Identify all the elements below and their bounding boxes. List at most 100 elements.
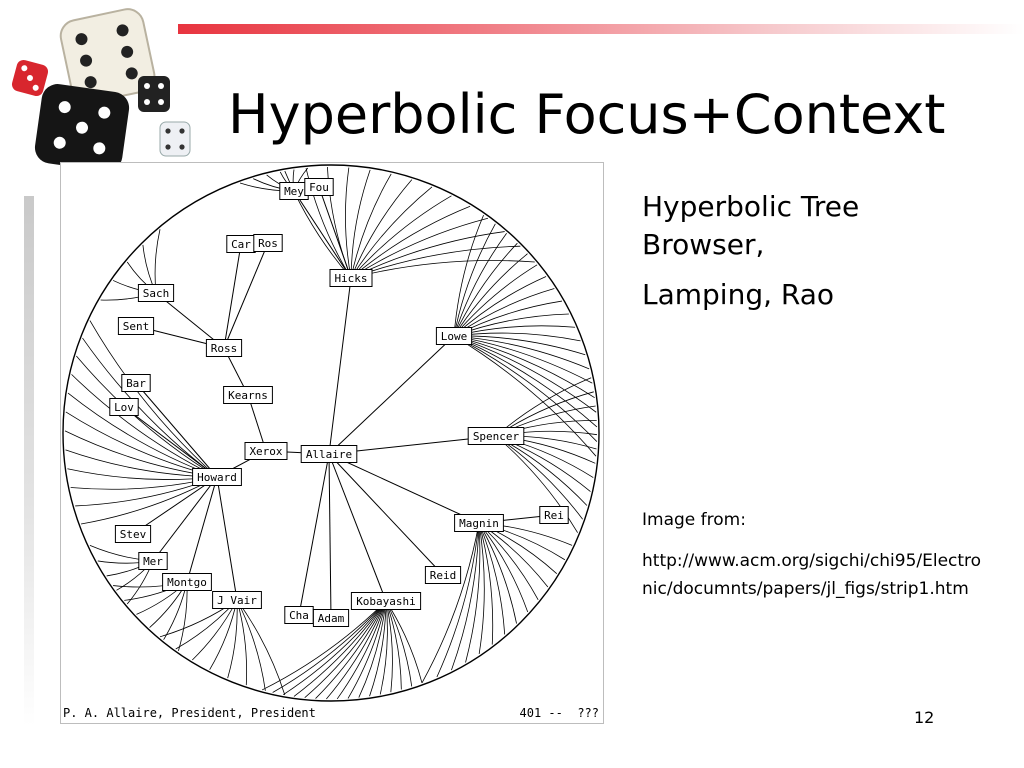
tree-branch <box>236 599 286 696</box>
tree-node-mer[interactable]: Mer <box>138 552 168 570</box>
tree-node-label: Hicks <box>334 272 367 285</box>
tree-branch <box>178 581 188 652</box>
tree-fans <box>64 167 598 700</box>
tree-node-montgo[interactable]: Montgo <box>162 573 212 591</box>
tree-branch <box>451 522 480 671</box>
tree-link <box>328 277 352 455</box>
tree-branch <box>236 599 248 686</box>
tree-branch <box>350 217 489 279</box>
tree-link <box>328 453 387 602</box>
tree-branch <box>293 600 387 697</box>
tree-node-label: Ross <box>211 342 238 355</box>
tree-node-lov[interactable]: Lov <box>109 398 139 416</box>
tree-branch <box>71 374 218 478</box>
image-source-url[interactable]: http://www.acm.org/sigchi/chi95/Electron… <box>642 551 982 599</box>
tree-link <box>152 476 218 562</box>
tree-branch <box>379 600 388 695</box>
tree-node-reid[interactable]: Reid <box>424 566 462 584</box>
tree-node-allaire[interactable]: Allaire <box>300 445 358 463</box>
tree-node-car[interactable]: Car <box>226 235 256 253</box>
accent-bar-top <box>178 24 1024 34</box>
tree-node-label: Fou <box>309 181 329 194</box>
tree-branch <box>261 600 387 691</box>
tree-branch <box>453 335 590 370</box>
tree-node-howard[interactable]: Howard <box>192 468 242 486</box>
tree-link <box>132 476 218 535</box>
tree-branch <box>453 335 598 428</box>
tree-node-label: Sent <box>123 320 150 333</box>
tree-branch <box>350 195 452 279</box>
tree-branch <box>350 186 433 279</box>
tree-node-kearns[interactable]: Kearns <box>223 386 273 404</box>
tree-node-jvair[interactable]: J Vair <box>212 591 262 609</box>
tree-node-label: Stev <box>120 528 147 541</box>
tree-branch <box>385 600 393 693</box>
tree-link <box>328 335 455 455</box>
tree-branch <box>369 600 387 697</box>
status-line: P. A. Allaire, President, President 401 … <box>63 706 599 720</box>
tree-branch <box>350 179 413 279</box>
tree-node-stev[interactable]: Stev <box>114 525 152 543</box>
tree-node-sent[interactable]: Sent <box>117 317 155 335</box>
hyperbolic-disk-boundary <box>62 164 600 702</box>
tree-branch <box>478 522 494 645</box>
description-block: Hyperbolic Tree Browser, Lamping, Rao <box>642 188 982 314</box>
tree-node-label: Magnin <box>459 517 499 530</box>
tree-node-lowe[interactable]: Lowe <box>435 327 473 345</box>
tree-node-xerox[interactable]: Xerox <box>244 442 288 460</box>
tree-branch <box>304 600 387 699</box>
tree-branch <box>465 522 481 663</box>
tree-link <box>298 453 330 616</box>
tree-branch <box>453 242 518 337</box>
tree-node-spencer[interactable]: Spencer <box>467 427 525 445</box>
dice-logo-icon <box>11 8 191 172</box>
tree-branch <box>347 600 387 699</box>
tree-node-label: Xerox <box>249 445 282 458</box>
tree-branch <box>350 169 371 279</box>
tree-branch <box>350 260 535 279</box>
tree-node-bar[interactable]: Bar <box>121 374 151 392</box>
tree-node-label: Reid <box>430 569 457 582</box>
tree-branch <box>453 253 528 337</box>
tree-branch <box>358 600 387 698</box>
tree-node-label: J Vair <box>217 594 257 607</box>
tree-branch <box>236 599 266 691</box>
tree-node-sach[interactable]: Sach <box>137 284 175 302</box>
tree-node-label: Cha <box>289 609 309 622</box>
tree-node-hicks[interactable]: Hicks <box>329 269 373 287</box>
tree-branch <box>453 335 597 457</box>
tree-node-adam[interactable]: Adam <box>312 609 350 627</box>
tree-node-magnin[interactable]: Magnin <box>454 514 504 532</box>
tree-node-label: Lowe <box>441 330 468 343</box>
tree-node-cha[interactable]: Cha <box>284 606 314 624</box>
tree-branch <box>421 522 480 684</box>
tree-node-label: Sach <box>143 287 170 300</box>
tree-branch <box>345 167 352 279</box>
tree-node-mey[interactable]: Mey <box>279 182 309 200</box>
tree-node-label: Howard <box>197 471 237 484</box>
tree-node-rei[interactable]: Rei <box>539 506 569 524</box>
tree-node-label: Mer <box>143 555 163 568</box>
tree-node-label: Car <box>231 238 251 251</box>
tree-node-label: Lov <box>114 401 134 414</box>
tree-branch <box>89 320 218 478</box>
tree-link <box>135 382 218 478</box>
tree-link <box>223 243 242 349</box>
tree-branch <box>453 214 484 337</box>
tree-node-label: Kearns <box>228 389 268 402</box>
tree-link <box>155 292 225 349</box>
tree-branch <box>350 173 392 279</box>
tree-link <box>328 453 444 576</box>
tree-node-kobayashi[interactable]: Kobayashi <box>350 592 422 610</box>
tree-branch <box>453 223 496 337</box>
tree-node-ros[interactable]: Ros <box>253 234 283 252</box>
tree-branch <box>227 599 238 679</box>
tree-link <box>216 476 238 601</box>
tree-node-ross[interactable]: Ross <box>205 339 243 357</box>
tree-branch <box>478 522 517 624</box>
tree-link <box>293 190 352 279</box>
tree-node-label: Adam <box>318 612 345 625</box>
tree-node-fou[interactable]: Fou <box>304 178 334 196</box>
